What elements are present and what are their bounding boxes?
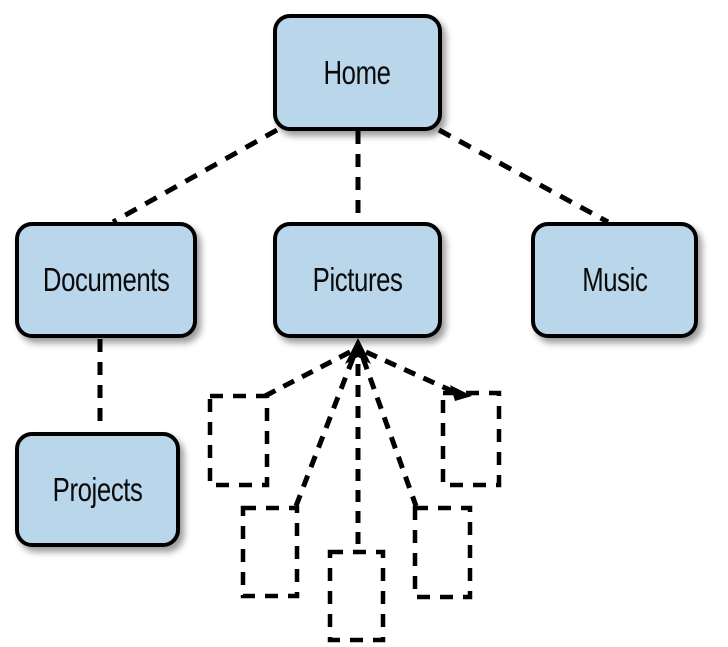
arrowhead-small-icon — [450, 385, 472, 401]
placeholder-item-1 — [207, 393, 270, 488]
node-documents-label: Documents — [42, 261, 170, 298]
placeholder-item-5 — [440, 390, 502, 488]
edge-home-music — [437, 127, 610, 225]
placeholder-item-4 — [412, 505, 473, 600]
node-projects: Projects — [15, 432, 180, 547]
placeholder-item-2 — [240, 505, 300, 599]
edge-pictures-placeholder-4 — [360, 357, 419, 507]
node-documents: Documents — [15, 222, 197, 338]
arrowhead-up-icon — [345, 338, 371, 364]
edge-pictures-placeholder-1 — [261, 349, 352, 400]
edge-pictures-placeholder-2 — [293, 357, 356, 507]
edge-home-documents — [111, 127, 279, 225]
node-home: Home — [273, 14, 442, 131]
node-projects-label: Projects — [52, 470, 143, 508]
node-music: Music — [531, 222, 698, 338]
edge-pictures-placeholder-5 — [364, 349, 454, 394]
node-pictures: Pictures — [273, 222, 442, 338]
placeholder-item-3 — [327, 549, 386, 643]
node-music-label: Music — [581, 261, 648, 298]
node-pictures-label: Pictures — [312, 261, 403, 298]
node-home-label: Home — [323, 53, 392, 91]
